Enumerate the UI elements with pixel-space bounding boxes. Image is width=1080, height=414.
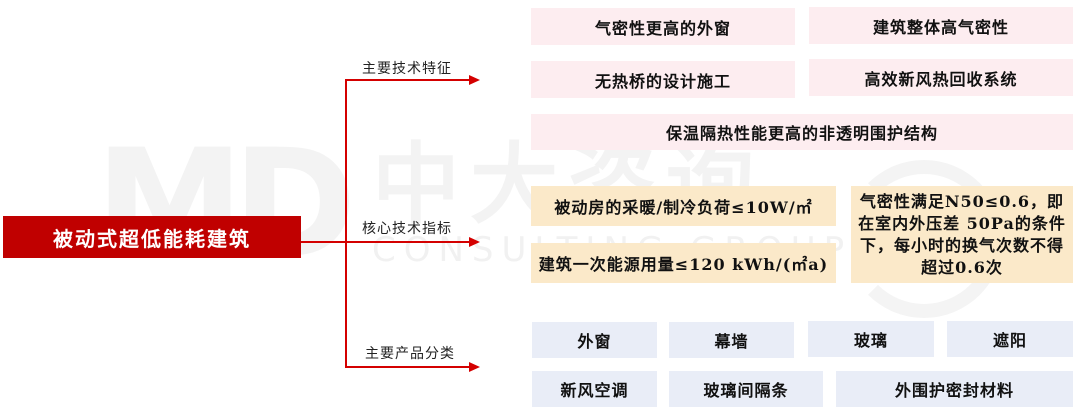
product-box: 遮阳 — [947, 321, 1073, 357]
feature-box: 建筑整体高气密性 — [809, 7, 1073, 44]
root-node: 被动式超低能耗建筑 — [3, 216, 301, 258]
product-box: 新风空调 — [532, 371, 657, 407]
indicator-box: 被动房的采暖/制冷负荷≤10W/㎡ — [531, 186, 836, 226]
product-box: 玻璃间隔条 — [669, 371, 823, 407]
feature-box: 高效新风热回收系统 — [809, 59, 1073, 96]
indicator-box-airtightness: 气密性满足N50≤0.6，即在室内外压差 50Pa的条件下，每小时的换气次数不得… — [851, 186, 1073, 283]
product-box: 外窗 — [532, 322, 657, 358]
root-label: 被动式超低能耗建筑 — [53, 226, 251, 251]
product-box: 幕墙 — [669, 322, 794, 358]
arrow-icon-features — [469, 75, 480, 85]
feature-box-wide: 保温隔热性能更高的非透明围护结构 — [531, 114, 1073, 150]
connector-bottom — [345, 366, 471, 368]
branch-label-indicators: 核心技术指标 — [362, 221, 452, 237]
arrow-icon-indicators — [469, 237, 480, 247]
feature-box: 气密性更高的外窗 — [531, 8, 795, 45]
branch-label-features: 主要技术特征 — [362, 61, 452, 77]
branch-label-products: 主要产品分类 — [365, 346, 455, 362]
connector-vertical — [345, 79, 347, 367]
product-box: 外围护密封材料 — [836, 371, 1073, 407]
indicator-box: 建筑一次能源用量≤120 kWh/(㎡a) — [531, 243, 836, 283]
connector-top — [345, 79, 471, 81]
feature-box: 无热桥的设计施工 — [531, 61, 795, 98]
arrow-icon-products — [469, 362, 480, 372]
product-box: 玻璃 — [808, 321, 934, 357]
connector-root-horizontal — [301, 241, 471, 243]
